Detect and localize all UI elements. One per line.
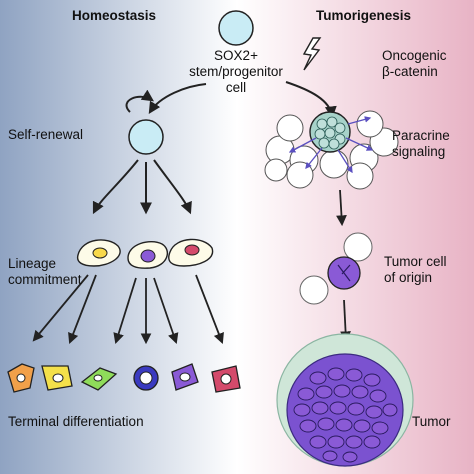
committed-cell-3 xyxy=(168,238,214,267)
paracrine-label: Paracrine signaling xyxy=(392,128,450,160)
stem-cell-label-line3: cell xyxy=(225,80,247,95)
committed-cell-1 xyxy=(76,239,121,267)
paracrine-line1: Paracrine xyxy=(392,128,450,143)
tumor-origin-line2: of origin xyxy=(384,270,433,285)
arrow-to-cell-of-origin xyxy=(336,189,347,227)
arrow-to-tumor xyxy=(340,299,351,343)
differentiated-cell-5 xyxy=(171,363,199,391)
differentiated-cell-3 xyxy=(80,367,118,391)
lineage-line2: commitment xyxy=(8,272,82,287)
oncogenic-stem-cell xyxy=(309,111,351,153)
stem-cell-label: SOX2+ stem/progenitor cell xyxy=(180,48,292,96)
lineage-line1: Lineage xyxy=(8,256,57,271)
lightning-icon xyxy=(302,37,322,71)
paracrine-cluster xyxy=(264,110,399,190)
tumor-label: Tumor xyxy=(412,414,451,429)
differentiated-cell-6 xyxy=(211,365,241,393)
differentiation-arrows xyxy=(32,274,224,345)
normal-cell xyxy=(343,232,373,262)
oncogenic-line2: β-catenin xyxy=(382,64,438,79)
differentiated-cell-1 xyxy=(7,363,35,393)
homeostasis-header: Homeostasis xyxy=(72,8,157,23)
oncogenic-label: Oncogenic β-catenin xyxy=(382,48,447,80)
lineage-commitment-label: Lineage commitment xyxy=(8,256,82,288)
differentiated-cell-4 xyxy=(133,365,159,391)
self-renewal-loop-arrow xyxy=(125,89,154,113)
terminal-differentiation-label: Terminal differentiation xyxy=(8,414,144,429)
differentiated-cell-2 xyxy=(41,365,73,391)
tumor-cell-of-origin-label: Tumor cell of origin xyxy=(384,254,447,286)
cell-nucleus-mark xyxy=(337,264,351,282)
signal-arrows xyxy=(288,116,374,174)
stem-cell xyxy=(218,10,254,46)
committed-cell-2 xyxy=(127,240,169,269)
arrow-lineage-3 xyxy=(153,159,192,215)
stem-cell-label-line1: SOX2+ xyxy=(214,48,258,63)
stem-cell-label-line2: stem/progenitor xyxy=(189,64,283,79)
tumorigenesis-header: Tumorigenesis xyxy=(316,8,412,23)
tumor-origin-line1: Tumor cell xyxy=(384,254,447,269)
self-renewal-label: Self-renewal xyxy=(8,127,84,142)
normal-cell xyxy=(299,275,329,305)
arrow-lineage-1 xyxy=(92,159,139,215)
arrow-to-self-renewal xyxy=(148,83,207,115)
tumor-mass xyxy=(276,333,414,467)
oncogenic-line1: Oncogenic xyxy=(382,48,447,63)
self-renewing-cell xyxy=(128,119,164,155)
paracrine-line2: signaling xyxy=(392,144,446,159)
